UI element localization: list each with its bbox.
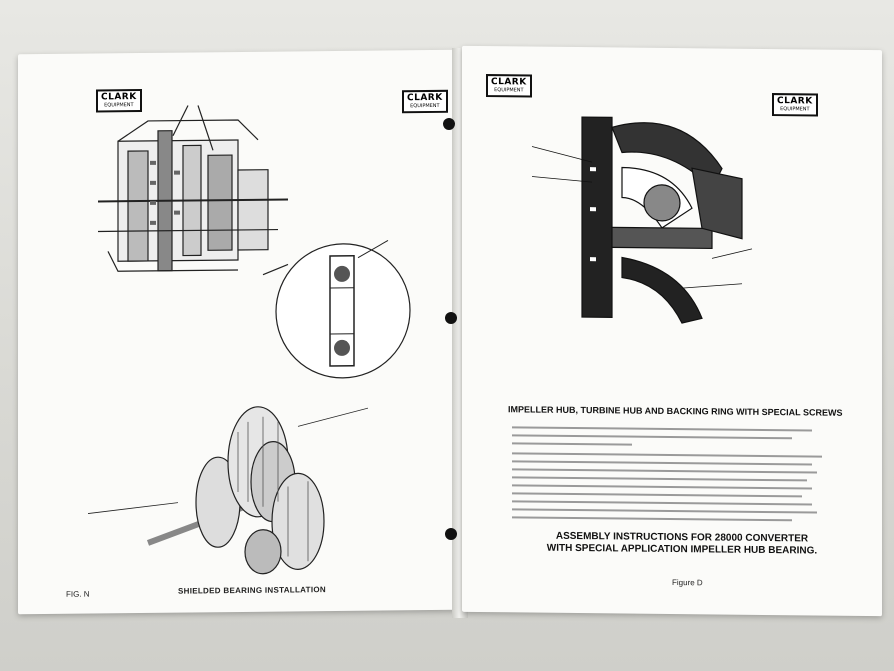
clark-logo: CLARK EQUIPMENT	[486, 74, 532, 98]
logo-subtext: EQUIPMENT	[494, 87, 524, 94]
logo-subtext: EQUIPMENT	[780, 106, 810, 113]
binder-hole	[443, 118, 455, 130]
clark-logo: CLARK EQUIPMENT	[402, 89, 448, 114]
figure-caption: SHIELDED BEARING INSTALLATION	[178, 585, 326, 596]
logo-text: CLARK	[407, 92, 443, 104]
converter-cutaway-illustration	[531, 116, 753, 324]
clark-logo: CLARK EQUIPMENT	[772, 93, 818, 117]
figure-label: Figure D	[672, 578, 703, 588]
right-page: CLARK EQUIPMENT CLARK EQUIPMENT IMPELLER…	[462, 45, 882, 617]
page-number: FIG. N	[66, 589, 90, 599]
logo-text: CLARK	[777, 96, 813, 107]
left-page: CLARK EQUIPMENT CLARK EQUIPMENT	[18, 49, 458, 615]
bearing-detail-illustration	[275, 239, 411, 379]
binder-hole	[445, 528, 457, 540]
logo-text: CLARK	[491, 77, 527, 88]
binder-hole	[445, 312, 457, 324]
assembly-instructions: ASSEMBLY INSTRUCTIONS FOR 28000 CONVERTE…	[532, 531, 832, 558]
logo-subtext: EQUIPMENT	[410, 102, 440, 110]
section-heading: IMPELLER HUB, TURBINE HUB AND BACKING RI…	[508, 404, 843, 418]
transmission-cutaway-illustration	[98, 105, 289, 276]
assembly-line-2: WITH SPECIAL APPLICATION IMPELLER HUB BE…	[546, 542, 818, 557]
gear-shaft-illustration	[87, 405, 368, 575]
